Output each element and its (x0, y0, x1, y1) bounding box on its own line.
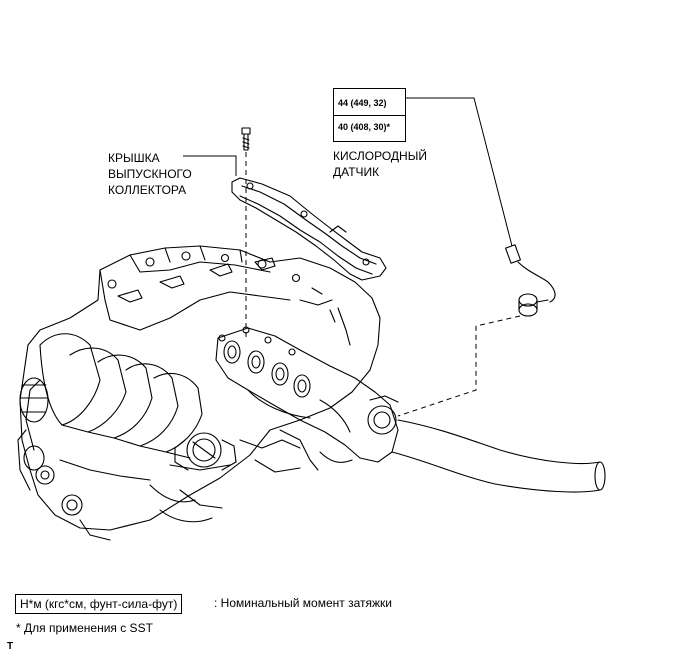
torque-divider (334, 115, 405, 116)
torque-value-standard: 44 (449, 32) (338, 98, 387, 108)
cover-bolt (241, 127, 251, 151)
engine-block (19, 245, 381, 531)
exhaust-manifold (215, 326, 399, 463)
corner-mark: T (7, 641, 14, 652)
cover-label-line2: ВЫПУСКНОГО (108, 167, 192, 181)
torque-spec-box: 44 (449, 32) 40 (408, 30)* (333, 88, 406, 142)
sensor-label-line2: ДАТЧИК (333, 165, 380, 179)
cover-label-line1: КРЫШКА (108, 151, 160, 165)
throttle-body (174, 432, 237, 471)
torque-value-sst: 40 (408, 30)* (338, 122, 391, 132)
callout-lines (183, 97, 513, 247)
sensor-label-line1: КИСЛОРОДНЫЙ (333, 149, 427, 163)
hoses (149, 429, 353, 523)
sst-footnote: * Для применения с SST (16, 621, 153, 635)
cover-label-line3: КОЛЛЕКТОРА (108, 183, 187, 197)
oxygen-sensor (505, 244, 556, 317)
exhaust-manifold-cover (231, 177, 387, 281)
legend-description: : Номинальный момент затяжки (214, 596, 392, 610)
exhaust-pipe (391, 419, 606, 493)
front-accessories (19, 377, 49, 471)
installation-guide-lines (245, 152, 521, 417)
legend-units-box: Н*м (кгс*см, фунт-сила-фут) (15, 594, 183, 614)
